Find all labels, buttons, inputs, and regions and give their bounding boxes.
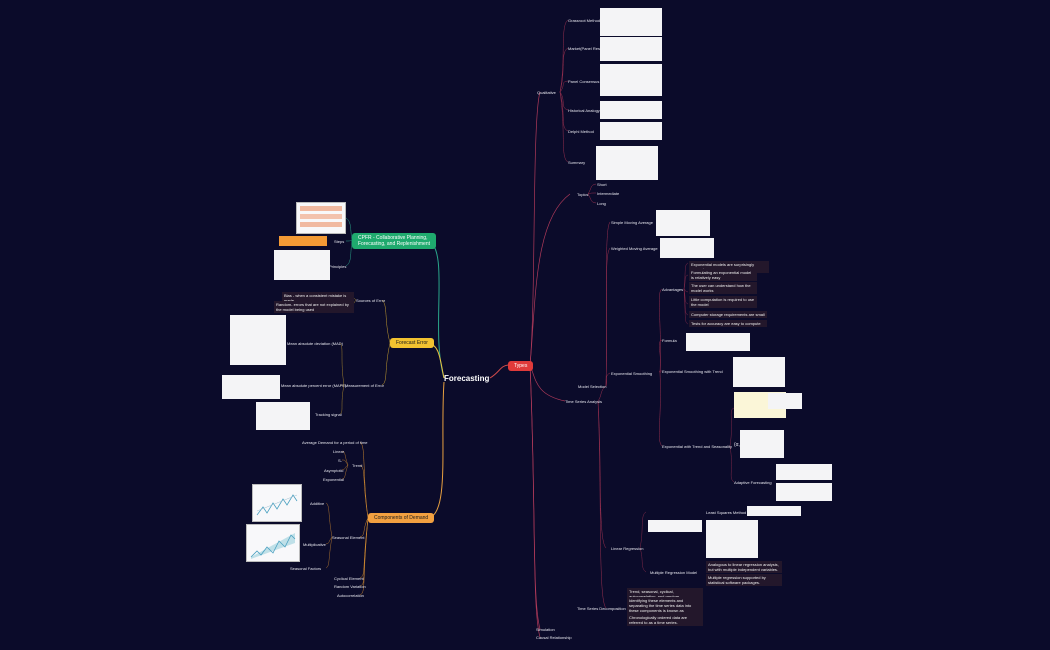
decomposition-note-3: Chronologically ordered data are referre… [627,614,703,626]
multiplicative-chart-svg [250,533,296,559]
regression-equations-card [706,520,758,558]
cpfr-node[interactable]: CPFR - Collaborative Planning, Forecasti… [352,233,436,249]
random-variation-node[interactable]: Random Variation [334,584,366,589]
topic-short[interactable]: Short [597,182,607,187]
grassroot-note [600,8,662,36]
least-squares-formula [747,506,801,516]
seasonality-legend-card [768,393,802,409]
formula-node[interactable]: Formula [662,338,677,343]
panel-note [600,64,662,96]
seasonality-node[interactable]: Exponential with Trend and Seasonality [662,444,733,449]
advantage-5: Computer storage requirements are small [689,311,767,318]
qual-item-1[interactable]: Grassroot Method [568,18,601,23]
additive-chart-svg [256,494,298,516]
mad-node[interactable]: Mean absolute deviation (MAD) [287,341,344,346]
advantage-3: The user can understand how the model wo… [689,282,757,294]
qual-item-5[interactable]: Delphi Method [568,129,594,134]
topic-intermediate[interactable]: Intermediate [597,191,620,196]
trend-asymptotic[interactable]: Asymptotic [324,468,344,473]
multiplicative-chart-image [246,524,300,562]
least-squares-node[interactable]: Least Squares Method [706,510,747,515]
summary-note [596,146,658,180]
random-error-note: Random- errors that are not explained by… [274,301,354,313]
trend-linear[interactable]: Linear [333,449,345,454]
advantage-4: Little computation is required to use th… [689,296,757,308]
multiple-regression-note-1: Analogous to linear regression analysis,… [706,561,782,573]
multiple-regression-note-2: Multiple regression supported by statist… [706,574,782,586]
additive-node[interactable]: Additive [310,501,325,506]
qualitative-node[interactable]: Qualitative [537,90,556,95]
mape-node[interactable]: Mean absolute percent error (MAPE) [281,383,347,388]
causal-node[interactable]: Causal Relationship [536,635,572,640]
seasonality-notes-card [740,430,784,458]
types-node[interactable]: Types [508,361,534,371]
measurement-node[interactable]: Measurement of Error [345,383,384,388]
exp-smoothing-node[interactable]: Exponential Smoothing [611,371,653,376]
delphi-note [600,122,662,140]
autocorrelation-node[interactable]: Autocorrelation [337,593,364,598]
trend-node[interactable]: Trend [352,463,363,468]
decomposition-node[interactable]: Time Series Decomposition [577,606,626,611]
qual-item-2[interactable]: Market(Panel Research [568,46,611,51]
sources-of-error-node[interactable]: Sources of Error [356,298,386,303]
trend-formula-card [733,357,785,387]
cpfr-steps-node[interactable]: Steps [334,239,345,244]
adaptive-note-1 [776,464,832,480]
simple-ma-node[interactable]: Simple Moving Average [611,220,653,225]
adaptive-note-2 [776,483,832,501]
trend-smoothing-node[interactable]: Exponential Smoothing with Trend [662,369,723,374]
exp-formula-card [686,333,750,351]
tracking-signal-node[interactable]: Tracking signal [315,412,342,417]
root-topic[interactable]: Forecasting [444,374,490,383]
trend-exponential[interactable]: Exponential [323,477,344,482]
components-node[interactable]: Components of Demand [368,513,435,523]
topics-node[interactable]: Topics [577,192,589,197]
forecast-error-node[interactable]: Forecast Error [390,338,434,348]
average-demand-node[interactable]: Average Demand for a period of time [302,440,368,445]
seasonal-factors-node[interactable]: Seasonal Factors [290,566,322,571]
advantage-6: Tests for accuracy are easy to compute [689,320,767,327]
model-selection-node[interactable]: Model Selection [578,384,607,389]
adaptive-node[interactable]: Adaptive Forecasting [734,480,772,485]
market-note [600,37,662,61]
weighted-ma-node[interactable]: Weighted Moving Average [611,246,658,251]
mad-formula-card [230,315,286,365]
cpfr-diagram-image [296,202,346,234]
mape-formula-card [222,375,280,399]
trend-s[interactable]: S- [338,458,342,463]
tracking-formula-card [256,402,310,430]
cpfr-principles-card [274,250,330,280]
cpfr-steps-image [279,236,327,246]
simple-ma-formula [656,210,710,236]
weighted-ma-formula [660,238,714,258]
advantage-2: Formulating an exponential model is rela… [689,269,757,281]
topic-long[interactable]: Long [597,201,606,206]
cyclical-node[interactable]: Cyclical Element [334,576,364,581]
linear-regression-node[interactable]: Linear Regression [611,546,644,551]
simulation-node[interactable]: Simulation [536,627,555,632]
qual-item-4[interactable]: Historical Analogy [568,108,600,113]
qual-item-3[interactable]: Panel Consensus [568,79,600,84]
seasonal-element-node[interactable]: Seasonal Element [332,535,365,540]
qual-item-6[interactable]: Summary [568,160,586,165]
historical-note [600,101,662,119]
advantages-node[interactable]: Advantages [662,287,684,292]
linear-formula-card [648,520,702,532]
additive-chart-image [252,484,302,522]
time-series-node[interactable]: Time Series Analysis [565,399,602,404]
cpfr-principles-node[interactable]: Principles [329,264,347,269]
multiple-regression-node[interactable]: Multiple Regression Model [650,570,698,575]
multiplicative-node[interactable]: Multiplicative [303,542,326,547]
